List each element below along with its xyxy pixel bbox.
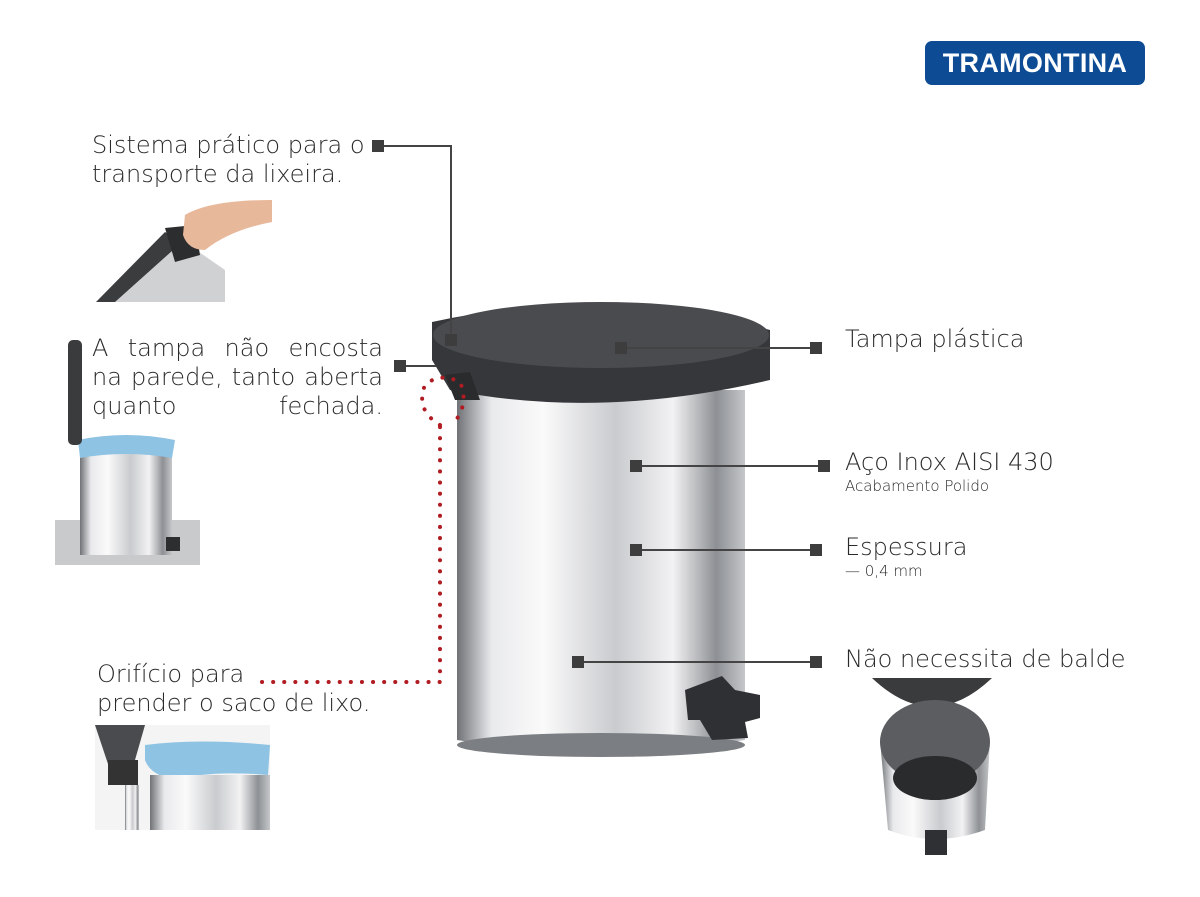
callout-transport: Sistema prático para o transporte da lix… (92, 131, 365, 189)
inset-lid-open-image (55, 340, 200, 565)
callout-title: Não necessita de balde (845, 645, 1126, 673)
callout-line: Orifício para (97, 660, 245, 688)
callout-bag-hole: Orifício para prender o saco de lixo. (97, 660, 370, 718)
callout-title: Aço Inox AISI 430 (845, 448, 1054, 476)
inset-bag-hole-image (95, 725, 270, 830)
callout-subtitle: Acabamento Polido (845, 477, 990, 495)
main-trash-bin-image (432, 302, 770, 757)
leader-lines (378, 145, 824, 663)
leader-markers (372, 140, 830, 668)
callout-line: transporte da lixeira. (92, 160, 344, 188)
callout-no-bucket: Não necessita de balde (845, 645, 1126, 674)
inset-no-bucket-image (872, 678, 992, 855)
callout-steel: Aço Inox AISI 430 Acabamento Polido (845, 448, 1054, 495)
callout-line: Sistema prático para o (92, 131, 365, 159)
callout-line: prender o saco de lixo. (97, 689, 371, 717)
callout-subtitle: — 0,4 mm (845, 562, 923, 580)
callout-thickness: Espessura — 0,4 mm (845, 533, 967, 580)
dotted-hole-line (260, 375, 466, 684)
callout-title: Espessura (845, 533, 968, 561)
brand-logo: TRAMONTINA (925, 41, 1145, 85)
callout-line: quanto fechada. (92, 392, 383, 420)
inset-transport-image (96, 200, 272, 302)
callout-plastic-lid: Tampa plástica (845, 325, 1024, 354)
logo-text: TRAMONTINA (942, 47, 1128, 78)
callout-line: A tampa não encosta (92, 334, 383, 362)
callout-line: na parede, tanto aberta (92, 363, 383, 391)
callout-title: Tampa plástica (845, 325, 1025, 353)
callout-lid-wall: A tampa não encosta na parede, tanto abe… (92, 334, 383, 421)
